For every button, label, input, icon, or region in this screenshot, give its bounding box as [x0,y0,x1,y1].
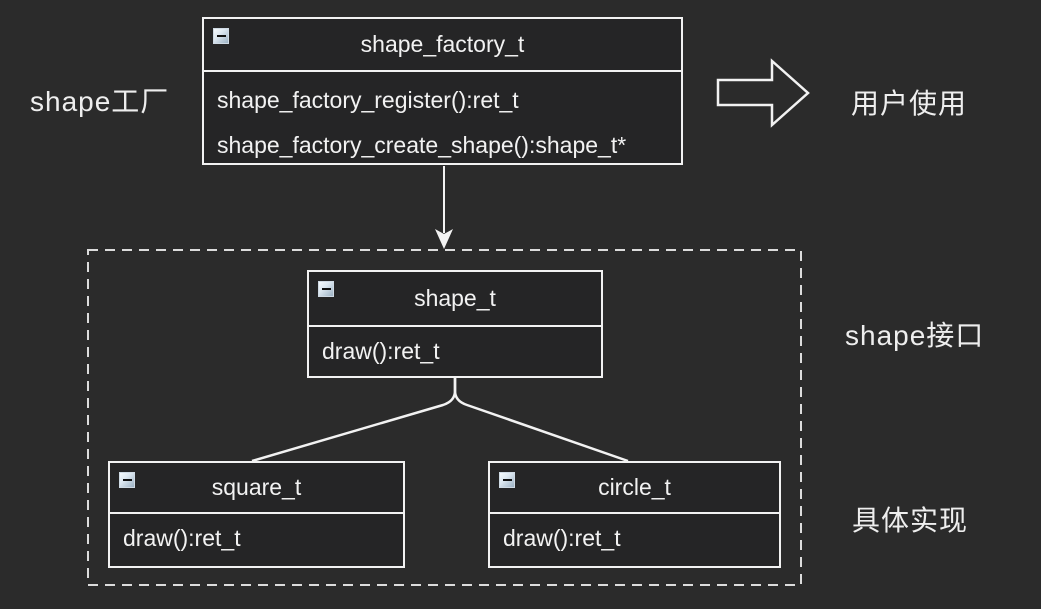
class-method: draw():ret_t [503,525,621,551]
class-title: circle_t [598,474,671,500]
collapse-icon[interactable] [318,281,334,297]
class-title: shape_factory_t [360,31,525,57]
class-method: shape_factory_register():ret_t [217,87,519,113]
minus-glyph [122,479,132,481]
class-method: shape_factory_create_shape():shape_t* [217,132,627,158]
class-box-shape-factory: shape_factory_t shape_factory_register()… [202,17,683,165]
class-title-bar: circle_t [490,463,779,514]
collapse-icon[interactable] [499,472,515,488]
class-box-shape: shape_t draw():ret_t [307,270,603,378]
collapse-icon[interactable] [213,28,229,44]
class-title-bar: square_t [110,463,403,514]
minus-glyph [321,288,331,290]
class-box-square: square_t draw():ret_t [108,461,405,568]
class-title: shape_t [414,285,496,311]
class-methods: draw():ret_t [309,327,601,376]
block-arrow-right-icon [716,58,810,128]
label-shape-interface: shape接口 [845,320,985,351]
class-methods: shape_factory_register():ret_t shape_fac… [204,72,681,168]
class-title-bar: shape_t [309,272,601,327]
class-title: square_t [211,474,302,500]
class-box-circle: circle_t draw():ret_t [488,461,781,568]
class-method: draw():ret_t [322,338,440,364]
label-user-usage: 用户使用 [851,88,968,119]
class-method: draw():ret_t [123,525,241,551]
shape-to-square-connector [251,378,457,463]
minus-glyph [502,479,512,481]
class-methods: draw():ret_t [110,514,403,563]
shape-to-circle-connector [453,378,629,463]
group-boundary-dashed-box [87,249,802,586]
label-shape-factory: shape工厂 [30,86,170,117]
collapse-icon[interactable] [119,472,135,488]
class-title-bar: shape_factory_t [204,19,681,72]
minus-glyph [216,35,226,37]
connector-arrowhead [435,229,453,249]
label-concrete-implementation: 具体实现 [852,505,969,536]
class-methods: draw():ret_t [490,514,779,563]
